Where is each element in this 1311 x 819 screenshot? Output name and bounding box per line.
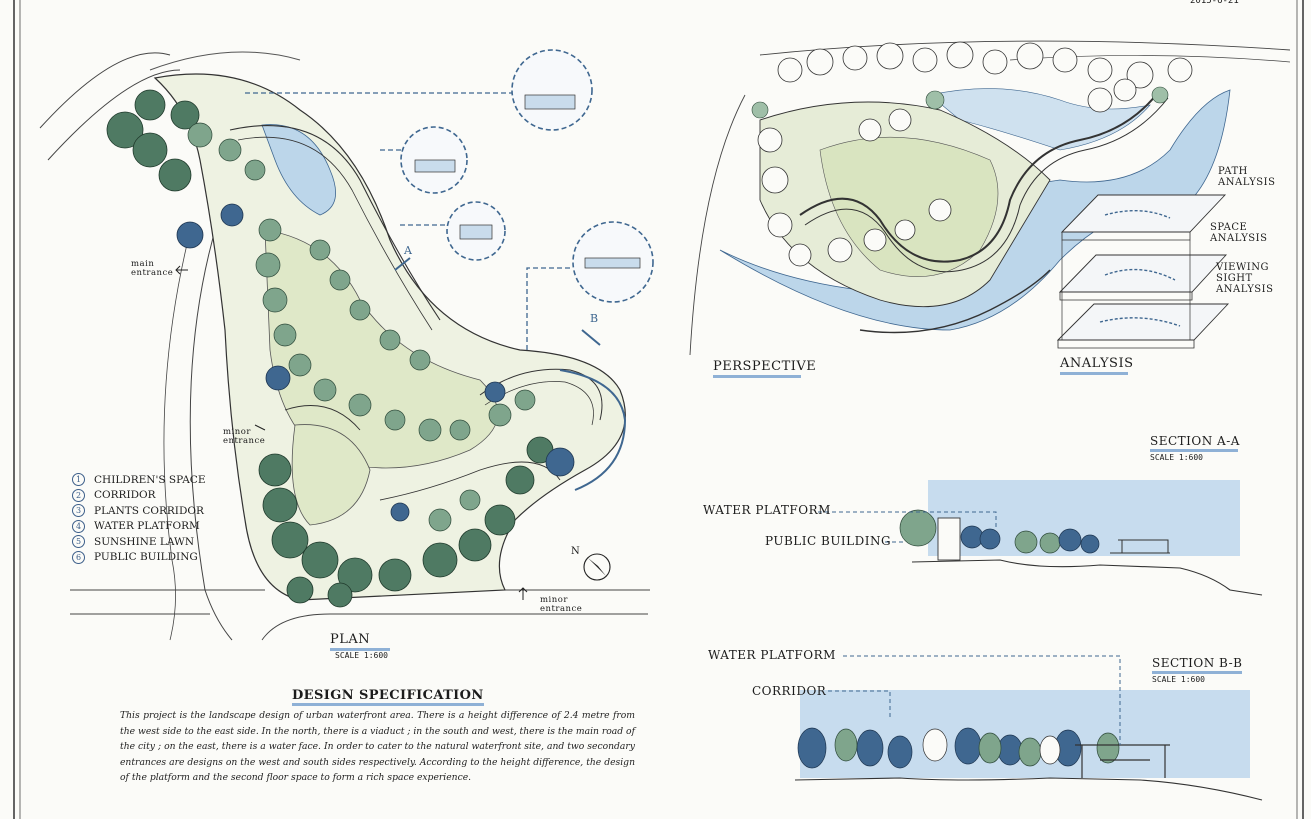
viewing-sight-analysis-label: VIEWING SIGHT ANALYSIS [1216,262,1274,295]
perspective-title: PERSPECTIVE [713,359,816,378]
minor-entrance-west-label: minor entrance [223,427,266,446]
minor-entrance-south-label: minor entrance [540,595,583,614]
site-plan [39,49,654,641]
sheet-date: 2015-6-21 [1190,0,1239,6]
section-aa-label-public-building: PUBLIC BUILDING [765,534,892,548]
path-analysis-label: PATH ANALYSIS [1218,166,1276,188]
design-spec-title: DESIGN SPECIFICATION [292,688,484,706]
section-bb-scale: SCALE 1:600 [1152,675,1205,684]
main-entrance-label: main entrance [131,259,174,278]
section-aa-title: SECTION A-A [1150,434,1240,452]
plan-title: PLAN [330,632,390,651]
space-analysis-label: SPACE ANALYSIS [1210,222,1268,244]
section-bb-label-water-platform: WATER PLATFORM [708,648,836,662]
section-aa-drawing [818,480,1263,596]
north-label: N [571,546,581,557]
section-aa-label-water-platform: WATER PLATFORM [703,503,831,517]
analysis-layers [1056,194,1230,349]
section-aa-scale: SCALE 1:600 [1150,453,1203,462]
section-bb-drawing [794,655,1263,801]
section-bb-title: SECTION B-B [1152,656,1242,674]
section-a-marker: A [404,244,413,257]
section-b-marker: B [590,312,599,325]
analysis-title: ANALYSIS [1060,356,1133,375]
plan-scale: SCALE 1:600 [335,651,388,660]
section-bb-label-corridor: CORRIDOR [752,684,827,698]
design-spec-text: This project is the landscape design of … [120,710,635,784]
